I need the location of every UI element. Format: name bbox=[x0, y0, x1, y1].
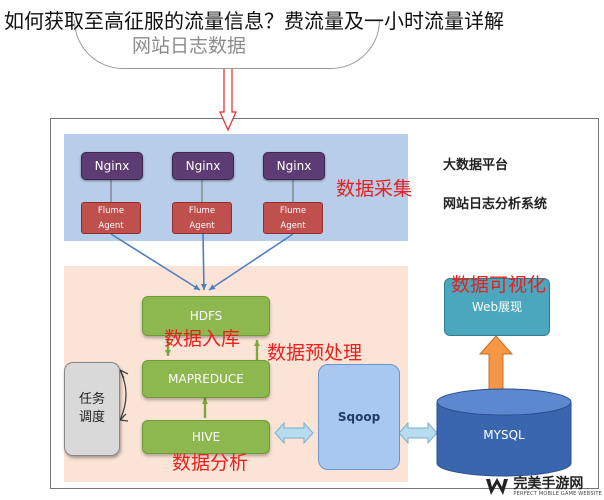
sqoop-mysql-double-arrow bbox=[398, 421, 438, 445]
platform-subtitle: 网站日志分析系统 bbox=[443, 197, 548, 212]
label-data-ingest: 数据入库 bbox=[164, 328, 241, 350]
hdfs-mapreduce-arrows bbox=[165, 337, 260, 360]
nginx-to-flume-links bbox=[110, 179, 294, 202]
flume-agent-2: Flume Agent bbox=[172, 202, 232, 234]
flume-agent-3: Flume Agent bbox=[263, 202, 323, 234]
page-headline: 如何获取至高征服的流量信息？费流量及一小时流量详解 bbox=[4, 9, 504, 33]
flume-agent-line2: Agent bbox=[280, 221, 306, 231]
nginx-node-3: Nginx bbox=[263, 152, 325, 180]
mysql-label: MYSQL bbox=[483, 428, 525, 442]
hdfs-node: HDFS bbox=[142, 296, 270, 336]
flume-agent-line1: Flume bbox=[279, 206, 307, 216]
watermark-logo: 完美手游网 PERFECT MOBILE GAME WEBSITE bbox=[485, 476, 602, 498]
cloud-shape bbox=[74, 20, 380, 69]
flume-agent-1: Flume Agent bbox=[81, 202, 141, 234]
cloud-down-arrow bbox=[219, 67, 237, 132]
flume-to-hdfs-links bbox=[110, 233, 294, 291]
mysql-to-web-arrow bbox=[478, 335, 514, 394]
task-scheduler-node: 任务 调度 bbox=[64, 362, 120, 456]
label-data-analysis: 数据分析 bbox=[172, 452, 249, 474]
sqoop-node: Sqoop bbox=[318, 364, 400, 470]
hive-sqoop-double-arrow bbox=[274, 421, 314, 445]
hive-node: HIVE bbox=[142, 420, 270, 454]
nginx-node-1: Nginx bbox=[81, 152, 143, 180]
watermark-w-icon bbox=[486, 478, 509, 495]
watermark-name: 完美手游网 bbox=[513, 476, 584, 492]
flume-agent-line1: Flume bbox=[188, 206, 216, 216]
flume-agent-line1: Flume bbox=[97, 206, 125, 216]
platform-title: 大数据平台 bbox=[443, 158, 509, 173]
watermark-tagline: PERFECT MOBILE GAME WEBSITE bbox=[513, 491, 602, 497]
label-data-collection: 数据采集 bbox=[336, 178, 413, 200]
web-display-node: Web展现 bbox=[444, 278, 550, 336]
scheduler-braces bbox=[118, 368, 129, 422]
label-data-visualization: 数据可视化 bbox=[451, 274, 547, 296]
flume-agent-line2: Agent bbox=[98, 221, 124, 231]
mapreduce-node: MAPREDUCE bbox=[142, 360, 270, 398]
mysql-cylinder bbox=[436, 388, 572, 477]
cloud-label: 网站日志数据 bbox=[132, 35, 247, 57]
flume-agent-line2: Agent bbox=[189, 221, 215, 231]
nginx-node-2: Nginx bbox=[172, 152, 234, 180]
label-data-preprocess: 数据预处理 bbox=[267, 342, 363, 364]
